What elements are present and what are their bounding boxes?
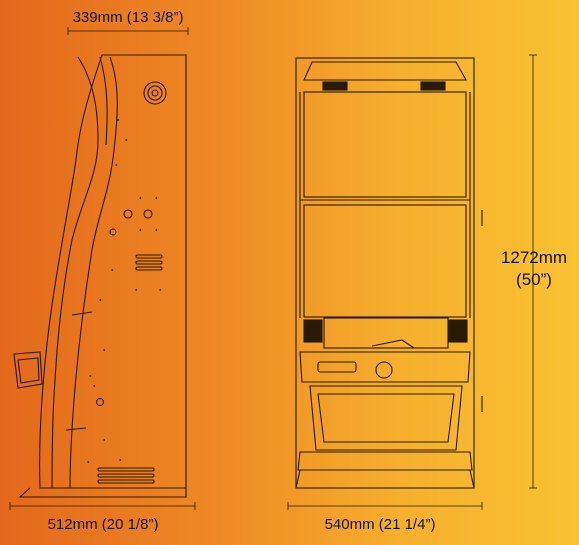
belly-door [309,385,463,451]
lower-screen [303,204,467,318]
upper-screen [303,91,467,198]
button-deck [13,351,43,389]
fan-grill [143,81,167,105]
dimension-lines [9,27,537,510]
button-panel [299,351,471,383]
side-body-outline [39,54,187,489]
side-view [13,54,187,498]
vent-slots-mid [135,254,163,271]
height-in-label: (50”) [516,270,552,289]
front-body-outline [295,57,475,489]
top-width-label: 339mm (13 3/8”) [72,9,184,26]
height-label: 1272mm (50”) [493,247,575,291]
height-mm-label: 1272mm [500,248,568,267]
side-depth-label: 512mm (20 1/8”) [47,516,159,533]
front-view [295,57,483,489]
vent-slots-bottom [97,467,155,484]
front-width-label: 540mm (21 1/4”) [324,516,436,533]
